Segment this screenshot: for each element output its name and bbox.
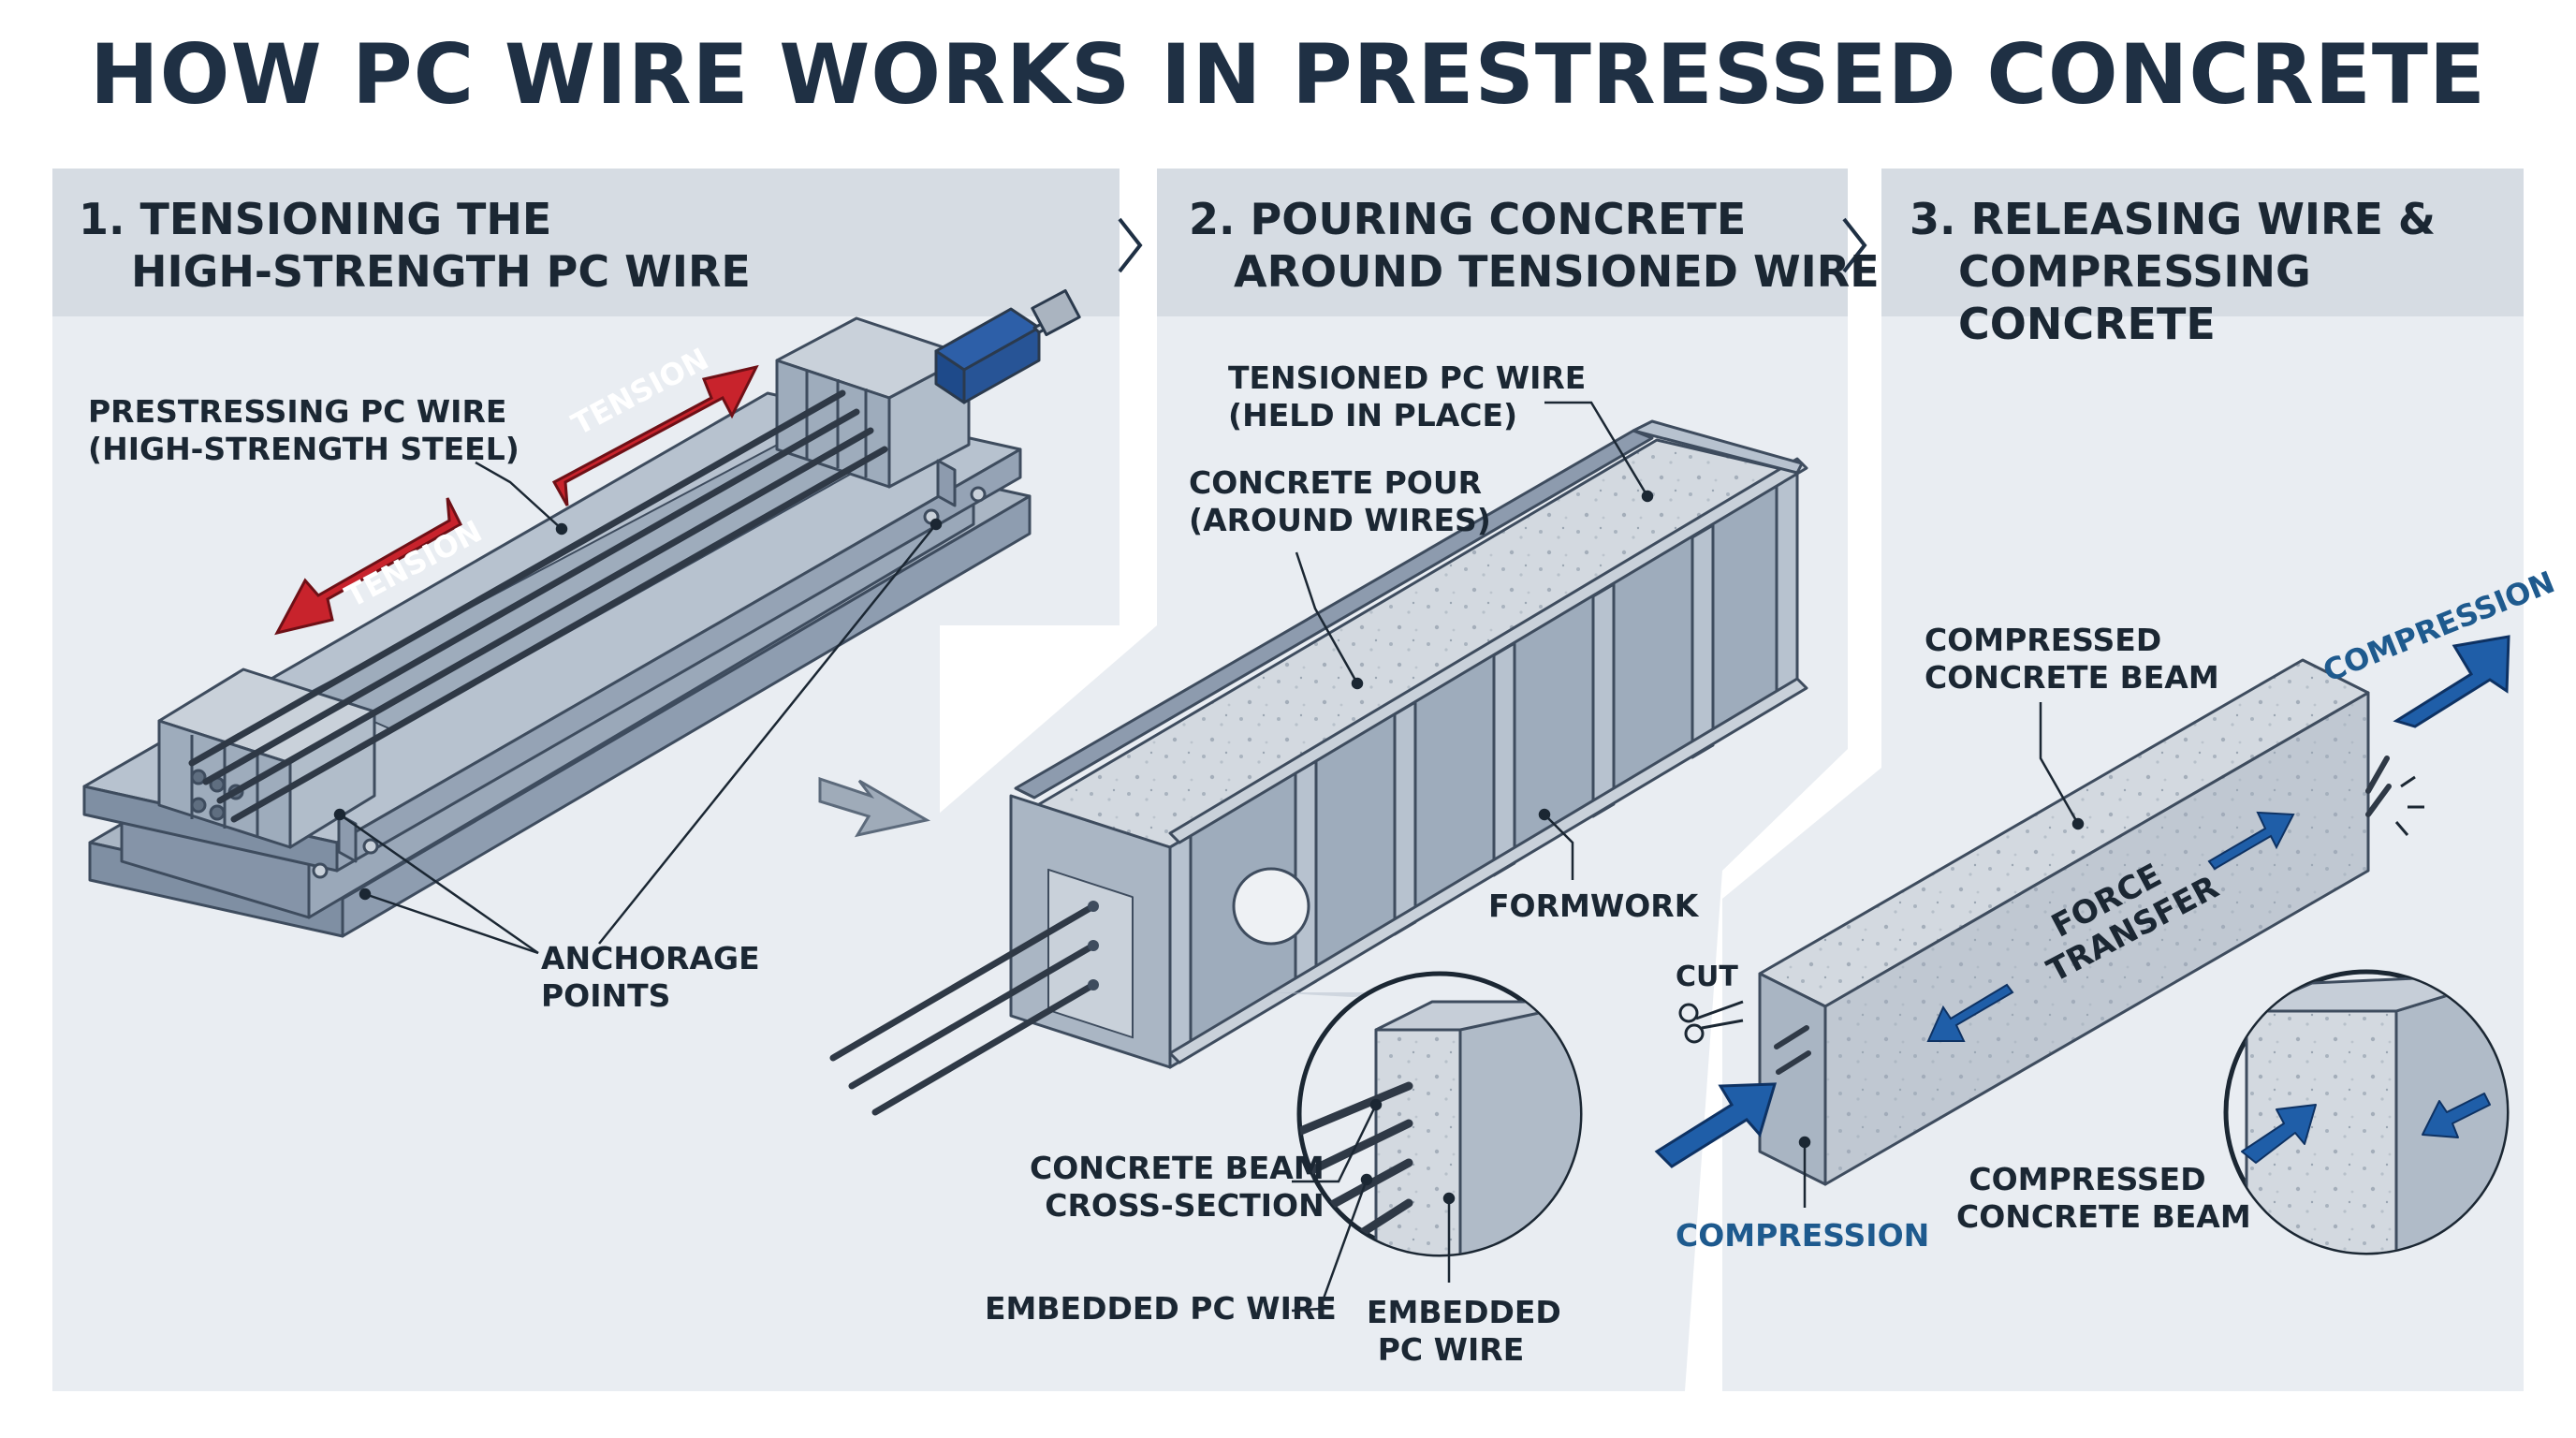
panel-3-header-line2: COMPRESSING CONCRETE — [1958, 246, 2311, 349]
tensioned-wire-label: TENSIONED PC WIRE (HELD IN PLACE) — [1228, 360, 1586, 434]
anchorage-points-label: ANCHORAGE POINTS — [541, 940, 760, 1015]
beam-wires-cut — [1774, 756, 2392, 1075]
force-arrow-left — [1926, 983, 2014, 1042]
cross-section-label-line1: CONCRETE BEAM — [1030, 1150, 1325, 1186]
concrete-pour-label: CONCRETE POUR (AROUND WIRES) — [1189, 464, 1491, 539]
panel-2-header-line1: 2. POURING CONCRETE — [1189, 194, 1747, 244]
compressed-beam-label: COMPRESSED CONCRETE BEAM — [1925, 622, 2219, 697]
prestressing-wire-label-line2: (HIGH-STRENGTH STEEL) — [88, 431, 520, 467]
panel-3-leader-lines — [1798, 702, 2085, 1208]
formwork — [1009, 419, 1808, 1069]
scissors-icon — [1678, 1000, 1744, 1044]
panel-1-header-bg — [52, 169, 1120, 316]
transition-arrow — [818, 776, 931, 838]
next-step-chevron-1 — [1118, 217, 1143, 273]
zoom-compressed-beam-label-line2: CONCRETE BEAM — [1956, 1198, 2251, 1235]
compressed-beam — [1758, 658, 2370, 1186]
wire-anchors — [1088, 901, 1099, 990]
snap-marks — [2394, 775, 2424, 836]
diagram-title: HOW PC WIRE WORKS IN PRESTRESSED CONCRET… — [90, 26, 2486, 123]
compression-arrow-top — [2393, 635, 2510, 728]
panel-2-header: 2. POURING CONCRETE AROUND TENSIONED WIR… — [1189, 193, 1880, 298]
zoom-compressed-beam-label-line1: COMPRESSED — [1969, 1161, 2206, 1197]
prestressing-wire-label-line1: PRESTRESSING PC WIRE — [88, 393, 507, 430]
panel-1-header: 1. TENSIONING THE HIGH-STRENGTH PC WIRE — [79, 193, 751, 298]
compression-arrow-bottom — [1654, 1082, 1778, 1168]
embedded-wire-label-right-line2: PC WIRE — [1377, 1331, 1525, 1368]
concrete-pour-label-line1: CONCRETE POUR — [1189, 464, 1483, 501]
cross-section-label-line2: CROSS-SECTION — [1045, 1187, 1325, 1224]
embedded-wire-label-right: EMBEDDED PC WIRE — [1367, 1294, 1561, 1369]
embedded-wire-label-right-line1: EMBEDDED — [1367, 1294, 1561, 1330]
panel-3-header: 3. RELEASING WIRE & COMPRESSING CONCRETE — [1910, 193, 2576, 350]
compression-label-bottom: COMPRESSION — [1676, 1217, 1930, 1254]
tensioned-wire-label-line2: (HELD IN PLACE) — [1228, 397, 1518, 433]
panel-2-header-bg — [1157, 169, 1848, 316]
concrete-pour-label-line2: (AROUND WIRES) — [1189, 502, 1491, 538]
panel-3-header-bg — [1881, 169, 2524, 316]
tensioned-wire-label-line1: TENSIONED PC WIRE — [1228, 360, 1587, 396]
force-arrow-right — [2207, 811, 2295, 871]
panel-1-header-line1: 1. TENSIONING THE — [79, 194, 552, 244]
compressed-beam-label-line1: COMPRESSED — [1925, 622, 2162, 658]
formwork-label: FORMWORK — [1488, 888, 1699, 924]
cross-section-label: CONCRETE BEAM CROSS-SECTION — [1030, 1150, 1325, 1225]
panel-1-header-line2: HIGH-STRENGTH PC WIRE — [131, 246, 751, 297]
panel-2-header-line2: AROUND TENSIONED WIRE — [1234, 246, 1880, 297]
panel-2-leader-lines — [1291, 401, 1654, 1313]
tension-arrow-lower — [274, 497, 462, 636]
formwork-wires — [829, 902, 1097, 1116]
prestressing-wires — [188, 389, 888, 823]
zoom-compressed-beam-label: COMPRESSED CONCRETE BEAM — [1956, 1161, 2251, 1236]
anchorage-label-line1: ANCHORAGE — [541, 940, 760, 976]
compressed-beam-label-line2: CONCRETE BEAM — [1925, 659, 2219, 696]
hydraulic-jack — [934, 288, 1081, 404]
compression-zoom — [2223, 969, 2510, 1255]
tension-arrow-upper — [551, 364, 759, 506]
cut-label: CUT — [1676, 961, 1738, 993]
prestressing-wire-label: PRESTRESSING PC WIRE (HIGH-STRENGTH STEE… — [88, 393, 520, 468]
panel-1-leader-lines — [333, 461, 943, 955]
next-step-chevron-2 — [1842, 217, 1867, 273]
embedded-wire-label-left: EMBEDDED PC WIRE — [985, 1290, 1337, 1327]
anchorage-label-line2: POINTS — [541, 977, 671, 1014]
panel-3-header-line1: 3. RELEASING WIRE & — [1910, 194, 2437, 244]
